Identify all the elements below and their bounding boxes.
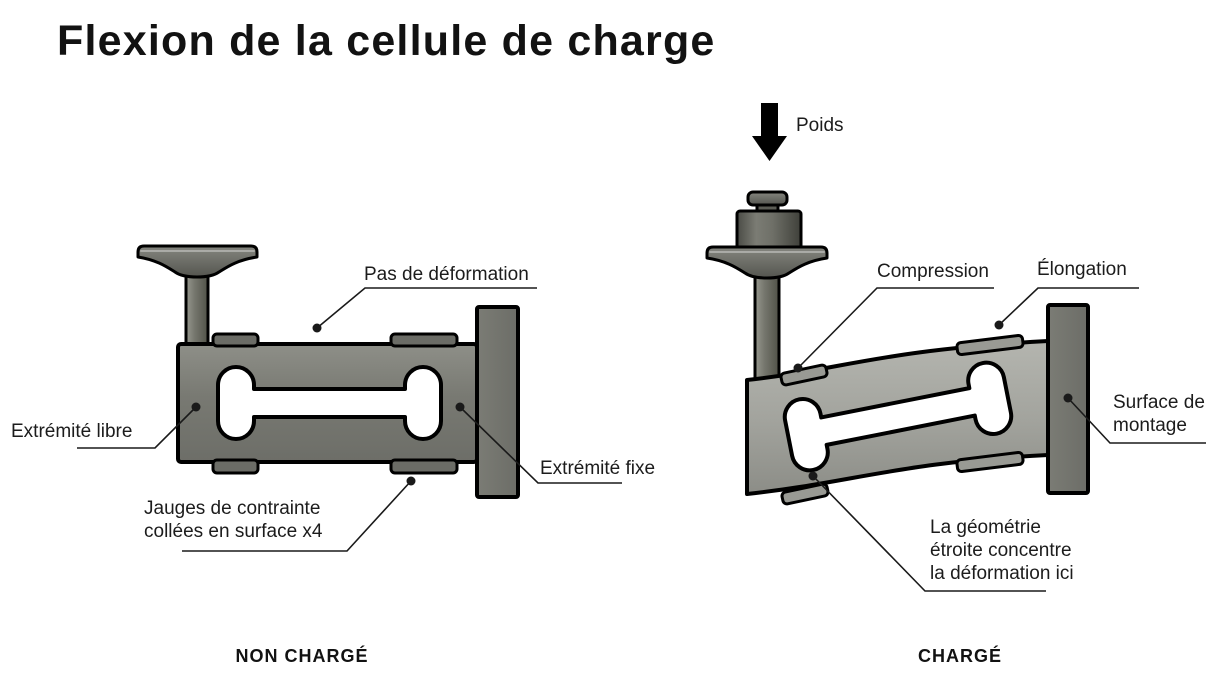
- strain-gauge-tab: [389, 458, 459, 475]
- weight-knob-cap: [746, 190, 789, 207]
- leader-line: [1067, 397, 1206, 444]
- strain-gauge-tab: [780, 482, 830, 506]
- page-title: Flexion de la cellule de charge: [57, 17, 716, 65]
- loaded-bone-cutout: [782, 360, 1014, 473]
- leader-line: [812, 475, 1046, 592]
- leader-dot: [808, 471, 818, 481]
- leader-dot: [406, 476, 416, 486]
- callout-leader-dots: [191, 320, 1073, 486]
- weight-down-arrow-icon: [752, 103, 787, 161]
- strain-gauge-tab: [211, 332, 260, 348]
- strain-gauge-tab: [211, 458, 260, 475]
- leader-dot: [793, 363, 803, 373]
- leader-dot: [1063, 393, 1073, 403]
- loaded-load-button-stem: [753, 260, 781, 386]
- label-mounting-surface: Surface de montage: [1113, 392, 1205, 436]
- leader-line: [77, 406, 197, 449]
- weight-block: [735, 209, 803, 251]
- caption-loaded: CHARGÉ: [917, 646, 1002, 666]
- label-fixed-end: Extrémité fixe: [540, 458, 656, 479]
- strain-gauge-tab: [779, 363, 829, 387]
- label-compression: Compression: [877, 261, 989, 282]
- leader-dot: [191, 402, 201, 412]
- loaded-load-button-cap: [705, 245, 829, 280]
- leader-dot: [312, 323, 322, 333]
- load-cell-loaded-drawing: [705, 103, 1090, 506]
- unloaded-mounting-block: [475, 305, 520, 499]
- strain-gauge-tab: [955, 450, 1025, 474]
- callout-leader-lines: [77, 287, 1206, 592]
- leader-line: [459, 406, 622, 484]
- label-free-end: Extrémité libre: [11, 421, 133, 442]
- leader-line: [998, 287, 1139, 326]
- leader-line: [182, 480, 412, 552]
- caption-unloaded: NON CHARGÉ: [235, 646, 369, 666]
- unloaded-bone-cutout: [216, 365, 443, 441]
- label-weight: Poids: [796, 115, 844, 136]
- load-cell-unloaded-drawing: [136, 244, 520, 499]
- unloaded-load-button-cap: [136, 244, 259, 279]
- leader-dot: [994, 320, 1004, 330]
- leader-line: [316, 287, 537, 329]
- leader-dot: [455, 402, 465, 412]
- label-narrow-geometry: La géométrie étroite concentre la déform…: [930, 517, 1074, 584]
- strain-gauge-tab: [955, 333, 1025, 357]
- label-elongation: Élongation: [1037, 259, 1127, 280]
- label-strain-gauges: Jauges de contrainte collées en surface …: [144, 498, 323, 542]
- strain-gauge-tab: [389, 332, 459, 348]
- label-no-deformation: Pas de déformation: [364, 264, 529, 285]
- leader-line: [797, 287, 994, 369]
